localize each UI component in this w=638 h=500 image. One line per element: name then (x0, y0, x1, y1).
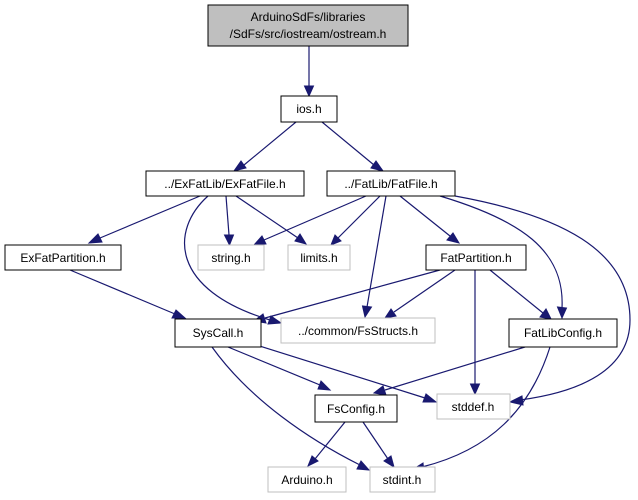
edge-syscall-fsconfig (227, 346, 321, 386)
node-exfatpartition-label: ExFatPartition.h (20, 251, 105, 265)
node-fatpartition[interactable]: FatPartition.h (425, 244, 527, 271)
arrowhead (361, 305, 373, 319)
node-exfatfile-label: ../ExFatLib/ExFatFile.h (164, 177, 285, 191)
arrowhead (87, 233, 103, 244)
arrowhead (232, 160, 247, 172)
edge-fatlibconfig-stdint (421, 346, 551, 468)
edge-fatpartition-syscall (264, 269, 441, 319)
arrowhead (171, 309, 187, 319)
node-fatpartition-label: FatPartition.h (440, 251, 511, 265)
edge-fatlibconfig-fsconfig (384, 346, 526, 391)
arrowhead (356, 460, 371, 471)
edge-fatpartition-fsstructs (393, 269, 456, 313)
edge-fatfile-string (263, 195, 367, 241)
arrowhead (556, 306, 568, 320)
edge-fatfile-limits (337, 195, 381, 239)
edge-exfatfile-fsstructs (184, 195, 271, 321)
node-arduino[interactable]: Arduino.h (267, 466, 347, 493)
arrowhead (370, 160, 385, 172)
node-fatlibconfig[interactable]: FatLibConfig.h (508, 318, 618, 348)
edge-fatfile-fatlibconfig (439, 195, 563, 309)
arrowhead (303, 85, 315, 98)
arrowhead (372, 385, 387, 396)
edge-fsconfig-stdint (362, 421, 389, 460)
node-ostream[interactable]: ArduinoSdFs/libraries /SdFs/src/iostream… (207, 4, 409, 47)
arrowhead (223, 234, 235, 247)
node-stddef-label: stddef.h (452, 400, 495, 414)
node-fatlibconfig-label: FatLibConfig.h (524, 326, 602, 340)
arrowhead (446, 232, 461, 244)
edge-fatfile-stddef (454, 195, 631, 401)
node-arduino-label: Arduino.h (281, 473, 332, 487)
node-fsstructs[interactable]: ../common/FsStructs.h (280, 317, 436, 344)
node-stddef[interactable]: stddef.h (436, 393, 511, 420)
edge-fatpartition-fatlibconfig (489, 269, 544, 314)
node-exfatfile[interactable]: ../ExFatLib/ExFatFile.h (145, 170, 305, 197)
node-ostream-label-line1: ArduinoSdFs/libraries (251, 10, 366, 24)
edge-exfatfile-exfatpartition (99, 195, 201, 239)
node-stdint[interactable]: stdint.h (369, 466, 436, 493)
node-limits-label: limits.h (300, 251, 337, 265)
node-fatfile-label: ../FatLib/FatFile.h (344, 177, 437, 191)
nodes: ArduinoSdFs/libraries /SdFs/src/iostream… (4, 4, 618, 493)
node-fsconfig[interactable]: FsConfig.h (314, 394, 398, 423)
edge-ios-fatfile (321, 121, 375, 166)
edge-fsconfig-arduino (314, 421, 346, 460)
arrowhead (252, 235, 267, 246)
edge-syscall-stdint (211, 346, 361, 466)
arrowhead (330, 234, 342, 246)
edge-exfatfile-string (225, 195, 230, 236)
node-exfatpartition[interactable]: ExFatPartition.h (4, 244, 122, 271)
node-ios-label: ios.h (296, 102, 321, 116)
arrowhead (383, 308, 397, 319)
node-ios[interactable]: ios.h (280, 95, 338, 123)
edge-fatfile-fatpartition (399, 195, 451, 237)
node-limits[interactable]: limits.h (287, 244, 351, 271)
arrowhead (469, 383, 481, 396)
node-fsstructs-label: ../common/FsStructs.h (298, 324, 418, 338)
node-fatfile[interactable]: ../FatLib/FatFile.h (326, 170, 456, 197)
node-ostream-label-line2: /SdFs/src/iostream/ostream.h (230, 27, 387, 41)
arrowhead (307, 455, 319, 468)
arrowhead (383, 455, 395, 469)
edge-exfatfile-limits (235, 195, 299, 239)
node-syscall[interactable]: SysCall.h (174, 318, 262, 348)
arrowhead (317, 380, 332, 391)
edge-ios-exfatfile (243, 121, 297, 166)
arrowhead (539, 308, 552, 320)
edges (69, 46, 631, 473)
arrowhead (508, 395, 524, 406)
edge-fatfile-fsstructs (366, 195, 387, 308)
node-fsconfig-label: FsConfig.h (327, 402, 385, 416)
node-string[interactable]: string.h (197, 244, 265, 271)
arrowhead (422, 393, 438, 403)
node-stdint-label: stdint.h (383, 473, 422, 487)
edge-exfatpartition-syscall (69, 269, 176, 315)
node-string-label: string.h (211, 251, 250, 265)
node-syscall-label: SysCall.h (193, 326, 244, 340)
edge-syscall-stddef (249, 342, 426, 399)
arrowhead (267, 315, 283, 325)
arrowhead (294, 233, 308, 245)
